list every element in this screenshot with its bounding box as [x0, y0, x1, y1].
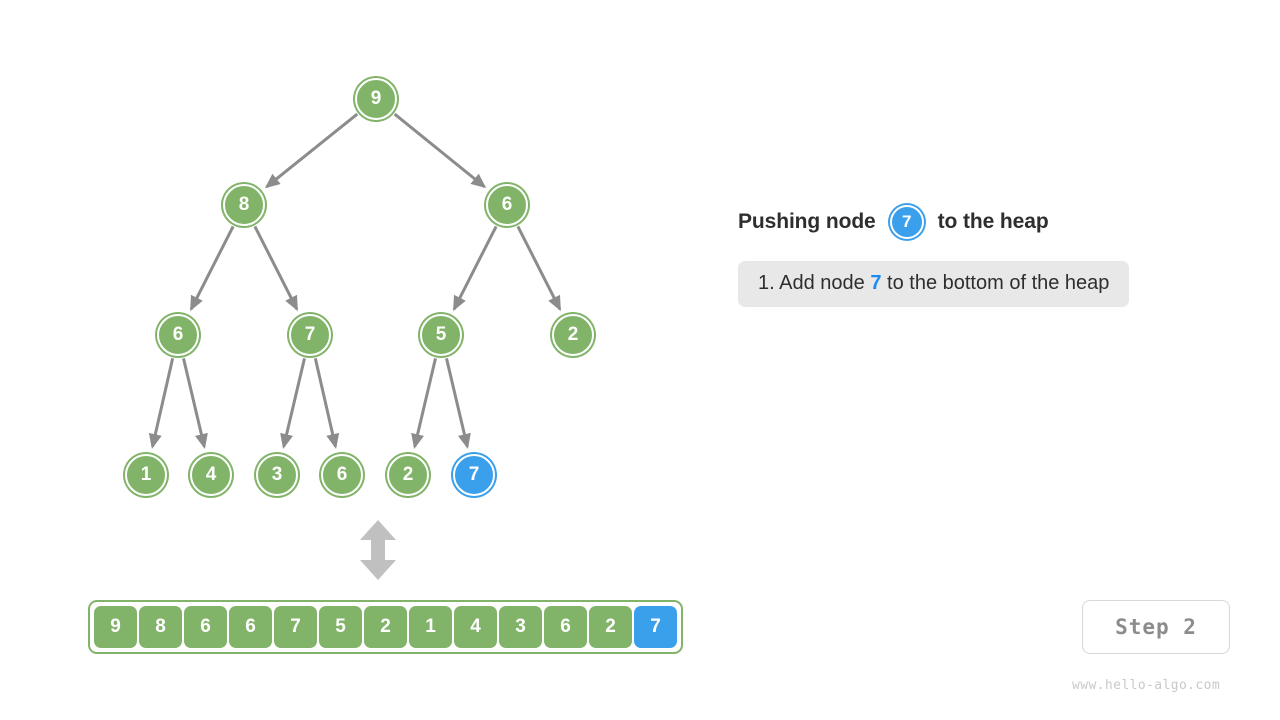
tree-edge	[264, 112, 359, 189]
array-cell: 4	[454, 606, 497, 648]
step-description-suffix: to the bottom of the heap	[887, 272, 1110, 294]
step-description-number: 7	[870, 272, 882, 294]
array-cell: 6	[544, 606, 587, 648]
array-cell: 7	[634, 606, 677, 648]
tree-node: 4	[190, 454, 232, 496]
push-title: Pushing node 7 to the heap	[738, 205, 1238, 239]
tree-node: 9	[355, 78, 397, 120]
array-cell: 2	[364, 606, 407, 648]
tree-edge	[189, 225, 235, 312]
tree-node: 6	[486, 184, 528, 226]
tree-node: 7	[289, 314, 331, 356]
step-description-prefix: 1. Add node	[758, 272, 865, 294]
tree-node: 2	[387, 454, 429, 496]
tree-edge	[148, 358, 175, 449]
push-title-suffix: to the heap	[937, 210, 1049, 233]
pushed-node-badge: 7	[889, 205, 924, 239]
tree-node: 7	[453, 454, 495, 496]
array-cell: 5	[319, 606, 362, 648]
array-cell: 8	[139, 606, 182, 648]
array-cell: 1	[409, 606, 452, 648]
tree-edges-layer	[148, 112, 562, 449]
step-description: 1. Add node 7 to the bottom of the heap	[738, 261, 1130, 307]
explanation-panel: Pushing node 7 to the heap 1. Add node 7…	[738, 205, 1238, 307]
tree-edge	[445, 358, 471, 449]
step-badge: Step 2	[1082, 600, 1230, 654]
tree-node: 2	[552, 314, 594, 356]
tree-node: 6	[321, 454, 363, 496]
array-cell: 6	[184, 606, 227, 648]
tree-node: 1	[125, 454, 167, 496]
tree-node: 3	[256, 454, 298, 496]
tree-edge	[253, 225, 299, 312]
tree-node: 6	[157, 314, 199, 356]
tree-edge	[393, 112, 487, 189]
footer-url: www.hello-algo.com	[1072, 678, 1221, 693]
array-cell: 6	[229, 606, 272, 648]
tree-edge	[452, 225, 498, 312]
tree-node: 5	[420, 314, 462, 356]
push-title-prefix: Pushing node	[738, 210, 876, 233]
array-cell: 9	[94, 606, 137, 648]
tree-edge	[516, 225, 562, 312]
tree-edge	[182, 358, 208, 449]
array-cell: 2	[589, 606, 632, 648]
tree-node: 8	[223, 184, 265, 226]
array-cell: 7	[274, 606, 317, 648]
array-cell: 3	[499, 606, 542, 648]
tree-array-sync-arrow-icon	[360, 520, 396, 580]
tree-edge	[411, 358, 437, 449]
tree-edge	[280, 358, 306, 449]
tree-edge	[313, 358, 340, 449]
